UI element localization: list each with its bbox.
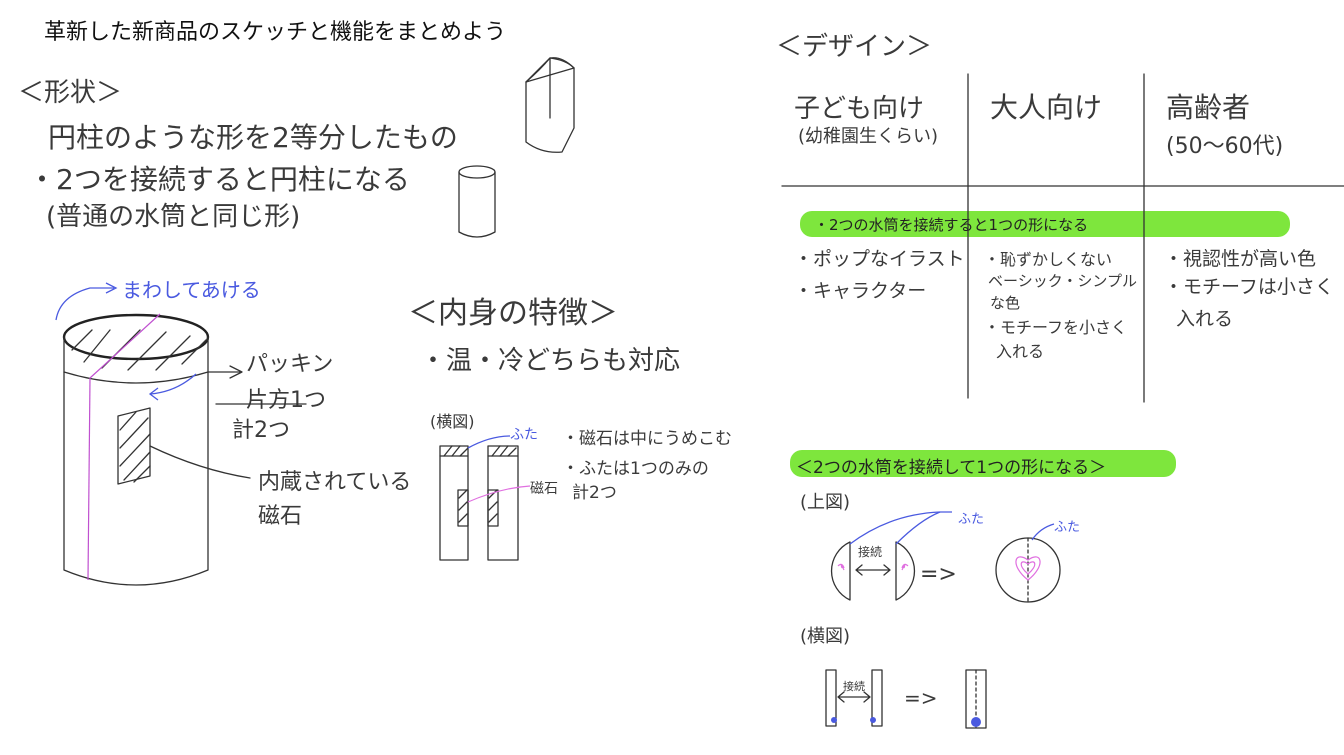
rotate-label: まわしてあける [122, 278, 261, 302]
page-title: 革新した新商品のスケッチと機能をまとめよう [44, 20, 507, 45]
magnet-label-1: 内蔵されている [258, 470, 412, 495]
shape-heading: ＜形状＞ [18, 78, 123, 108]
lid-label-right: ふた [1054, 520, 1081, 535]
seniors-item-3: 入れる [1176, 308, 1234, 330]
column-sub-seniors: (50〜60代) [1166, 134, 1284, 159]
magnet-label: 磁石 [530, 481, 558, 497]
features-note-1: ・磁石は中にうめこむ [562, 429, 732, 449]
half-cylinder-drawing [525, 57, 575, 153]
adults-item-5: 入れる [996, 342, 1045, 361]
connect-label-bottom: 接続 [843, 680, 865, 693]
connect-heading-bar [790, 450, 1176, 477]
adults-item-2: ベーシック・シンプル [988, 272, 1137, 290]
features-item-1: ・温・冷どちらも対応 [420, 346, 681, 376]
connect-heading: ＜2つの水筒を接続して1つの形になる＞ [796, 458, 1107, 478]
column-sub-kids: (幼稚園生くらい) [798, 126, 939, 147]
seniors-item-1: ・視認性が高い色 [1164, 248, 1317, 270]
design-heading: ＜デザイン＞ [776, 32, 933, 62]
arrow-top: => [920, 562, 957, 587]
side-view-label-bottom: (横図) [800, 626, 851, 647]
big-cylinder-drawing [55, 282, 307, 586]
lid-label-left: ふた [958, 512, 985, 527]
top-view-label: (上図) [800, 492, 851, 513]
arrow-bottom: => [904, 686, 938, 710]
lid-label: ふた [510, 427, 538, 443]
side-view-label: (横図) [430, 412, 475, 431]
seniors-item-2: ・モチーフは小さく [1164, 276, 1334, 298]
design-highlight-bar [800, 211, 1290, 237]
shape-line-2: ・2つを接続すると円柱になる [28, 163, 410, 196]
features-note-2: ・ふたは1つのみの [562, 459, 709, 479]
column-header-seniors: 高齢者 [1166, 91, 1251, 124]
column-header-kids: 子ども向け [794, 94, 925, 124]
packing-total-label: 計2つ [232, 418, 290, 443]
side-view-drawing [825, 669, 987, 729]
magnet-label-2: 磁石 [258, 504, 303, 529]
design-highlight-text: ・2つの水筒を接続すると1つの形になる [814, 216, 1089, 234]
shape-line-3: (普通の水筒と同じ形) [46, 202, 301, 232]
adults-item-3: な色 [990, 294, 1021, 312]
kids-item-2: ・キャラクター [794, 280, 927, 302]
top-view-drawing [830, 511, 1061, 603]
small-cylinder-drawing [458, 165, 496, 238]
kids-item-1: ・ポップなイラスト [794, 248, 965, 270]
adults-item-1: ・恥ずかしくない [984, 250, 1113, 269]
packing-label: パッキン [246, 352, 334, 377]
adults-item-4: ・モチーフを小さく [984, 318, 1128, 337]
column-header-adults: 大人向け [990, 91, 1103, 124]
packing-one-label: 片方1つ [246, 388, 326, 413]
features-heading: ＜内身の特徴＞ [408, 296, 618, 331]
shape-line-1: 円柱のような形を2等分したもの [48, 121, 458, 154]
connect-label-top: 接続 [858, 545, 883, 559]
design-table-lines [781, 73, 1344, 403]
features-note-3: 計2つ [572, 483, 617, 503]
feature-side-view-drawing [439, 435, 531, 561]
